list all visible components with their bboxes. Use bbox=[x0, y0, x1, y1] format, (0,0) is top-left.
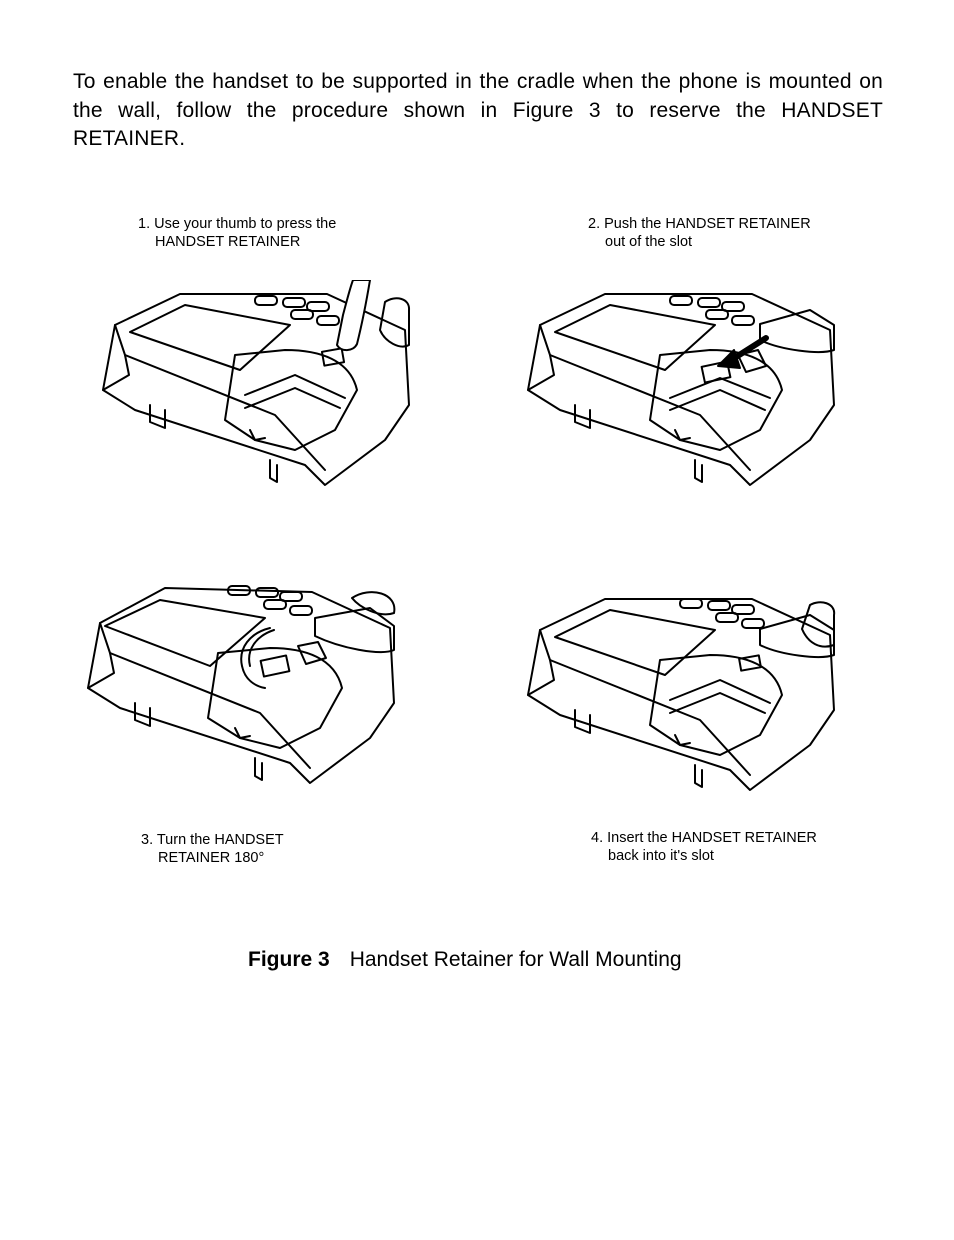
step-3-line-2: RETAINER 180° bbox=[158, 850, 265, 866]
phone-cradle-thumb-press-icon bbox=[95, 280, 415, 490]
step-4-line-1: 4. Insert the HANDSET RETAINER bbox=[591, 830, 817, 846]
step-1-line-2: HANDSET RETAINER bbox=[155, 234, 301, 250]
step-4-caption: 4. Insert the HANDSET RETAINER back into… bbox=[591, 829, 817, 865]
figure-title: Handset Retainer for Wall Mounting bbox=[349, 948, 682, 971]
step-3-line-1: 3. Turn the HANDSET bbox=[141, 832, 284, 848]
phone-cradle-rotate-icon bbox=[80, 578, 400, 793]
phone-cradle-inserted-icon bbox=[520, 585, 840, 795]
step-1-line-1: 1. Use your thumb to press the bbox=[138, 216, 337, 232]
step-1-caption: 1. Use your thumb to press the HANDSET R… bbox=[138, 215, 336, 251]
intro-text: To enable the handset to be supported in… bbox=[73, 70, 883, 150]
phone-cradle-push-out-icon bbox=[520, 280, 840, 490]
step-2-line-2: out of the slot bbox=[605, 234, 693, 250]
figure-caption: Figure 3 Handset Retainer for Wall Mounti… bbox=[248, 948, 682, 972]
figure-label: Figure 3 bbox=[248, 948, 330, 971]
step-4-line-2: back into it's slot bbox=[608, 848, 714, 864]
intro-paragraph: To enable the handset to be supported in… bbox=[73, 68, 883, 154]
step-2-caption: 2. Push the HANDSET RETAINER out of the … bbox=[588, 215, 811, 251]
step-2-line-1: 2. Push the HANDSET RETAINER bbox=[588, 216, 811, 232]
step-3-caption: 3. Turn the HANDSET RETAINER 180° bbox=[141, 831, 284, 867]
